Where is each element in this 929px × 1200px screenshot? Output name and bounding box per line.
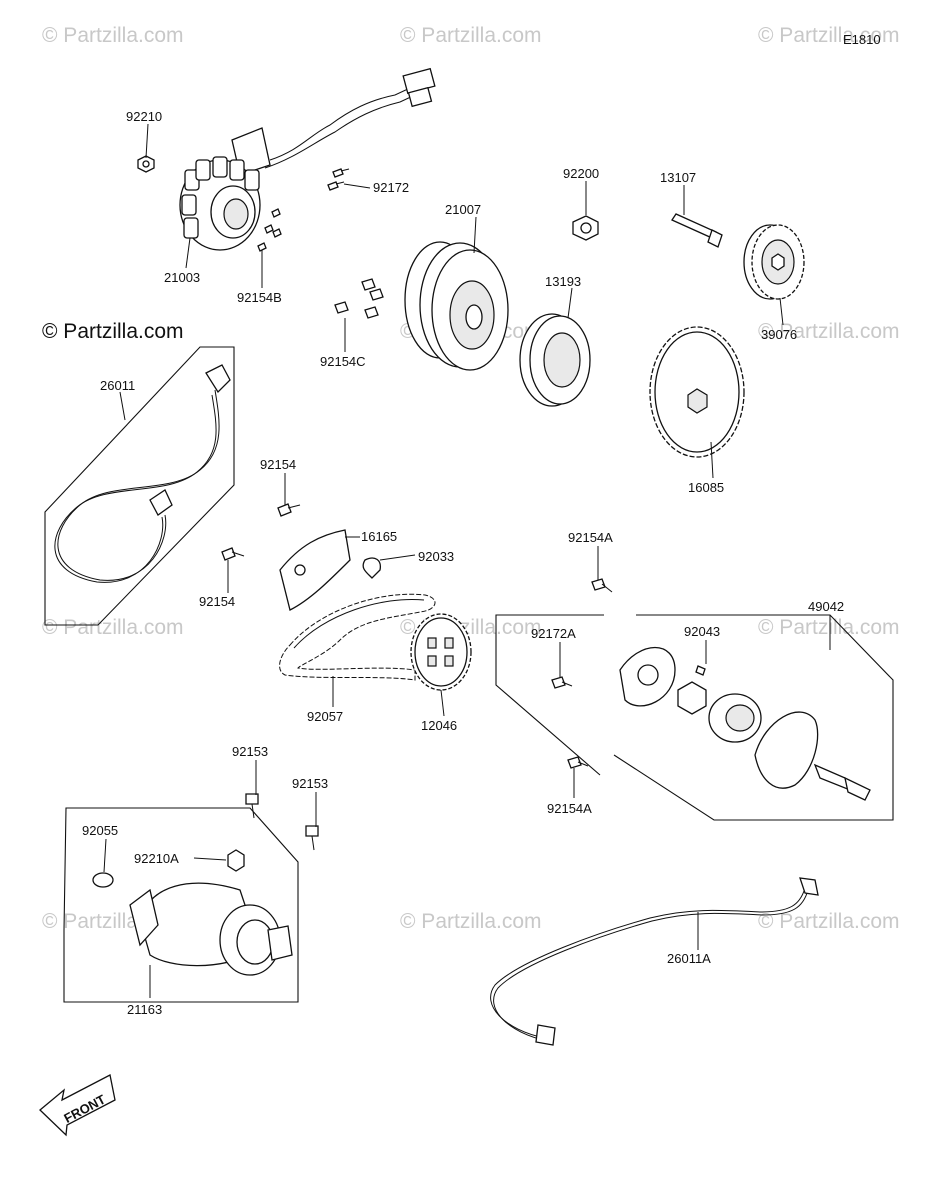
sprocket-12046-drawing: [410, 613, 472, 691]
part-label-13193[interactable]: 13193: [545, 274, 581, 289]
cable-26011A-drawing: [490, 877, 819, 1046]
part-label-92153-b[interactable]: 92153: [292, 776, 328, 791]
starter-21163-drawing: [63, 807, 299, 1003]
bolts-92154A-92172A-drawing: [551, 578, 613, 769]
nut-92210-drawing: [137, 155, 155, 173]
screws-stator-drawing: [257, 168, 350, 252]
watermark: © Partzilla.com: [400, 24, 542, 47]
part-label-92154-top[interactable]: 92154: [260, 457, 296, 472]
watermark: © Partzilla.com: [758, 910, 900, 933]
watermark: © Partzilla.com: [758, 320, 900, 343]
clutch-13193-drawing: [519, 313, 591, 407]
cover-16165-drawing: [279, 529, 381, 611]
part-label-92210A[interactable]: 92210A: [134, 851, 179, 866]
part-label-92153-a[interactable]: 92153: [232, 744, 268, 759]
chain-92057-drawing: [279, 593, 436, 681]
bolts-92154-drawing: [221, 503, 301, 561]
part-label-21007[interactable]: 21007: [445, 202, 481, 217]
assembly-49042-drawing: [495, 614, 894, 821]
part-label-92154A-low[interactable]: 92154A: [547, 801, 592, 816]
part-label-39076[interactable]: 39076: [761, 327, 797, 342]
part-label-26011[interactable]: 26011: [100, 378, 135, 393]
bolts-92153-drawing: [245, 793, 319, 851]
bolts-92154C-drawing: [334, 278, 384, 319]
watermark: © Partzilla.com: [758, 24, 900, 47]
part-label-92210[interactable]: 92210: [126, 109, 162, 124]
washer-92200-drawing: [572, 215, 599, 241]
stator-21003-drawing: [179, 67, 436, 251]
part-label-92043[interactable]: 92043: [684, 624, 720, 639]
part-label-92200[interactable]: 92200: [563, 166, 599, 181]
part-label-92154A-top[interactable]: 92154A: [568, 530, 613, 545]
part-label-21003[interactable]: 21003: [164, 270, 200, 285]
leader-lines: [103, 123, 831, 998]
watermark: © Partzilla.com: [400, 910, 542, 933]
part-label-92057[interactable]: 92057: [307, 709, 343, 724]
part-label-92172A[interactable]: 92172A: [531, 626, 576, 641]
part-label-12046[interactable]: 12046: [421, 718, 457, 733]
gear-39076-drawing: [743, 224, 805, 300]
part-label-92033[interactable]: 92033: [418, 549, 454, 564]
part-label-26011A[interactable]: 26011A: [667, 951, 711, 966]
watermark: © Partzilla.com: [42, 24, 184, 47]
part-labels: 92210 92172 21003 92154B 21007 92200 131…: [82, 109, 844, 1017]
shaft-13107-drawing: [671, 213, 723, 248]
diagram-code: E1810: [843, 32, 881, 47]
part-label-13107[interactable]: 13107: [660, 170, 696, 185]
part-label-92055[interactable]: 92055: [82, 823, 118, 838]
watermark: © Partzilla.com: [42, 616, 184, 639]
part-label-21163[interactable]: 21163: [127, 1002, 162, 1017]
watermark-group: © Partzilla.com © Partzilla.com © Partzi…: [42, 24, 900, 933]
part-label-92154-low[interactable]: 92154: [199, 594, 235, 609]
part-label-92154B[interactable]: 92154B: [237, 290, 282, 305]
watermark-main: © Partzilla.com: [42, 320, 184, 343]
sprocket-16085-drawing: [649, 326, 745, 458]
cable-26011-drawing: [44, 346, 235, 626]
watermark: © Partzilla.com: [758, 616, 900, 639]
part-label-49042[interactable]: 49042: [808, 599, 844, 614]
part-label-16165[interactable]: 16165: [361, 529, 397, 544]
front-arrow: FRONT: [39, 1074, 116, 1137]
part-label-92172[interactable]: 92172: [373, 180, 409, 195]
part-label-92154C[interactable]: 92154C: [320, 354, 366, 369]
rotor-21007-drawing: [404, 241, 509, 371]
part-label-16085[interactable]: 16085: [688, 480, 724, 495]
